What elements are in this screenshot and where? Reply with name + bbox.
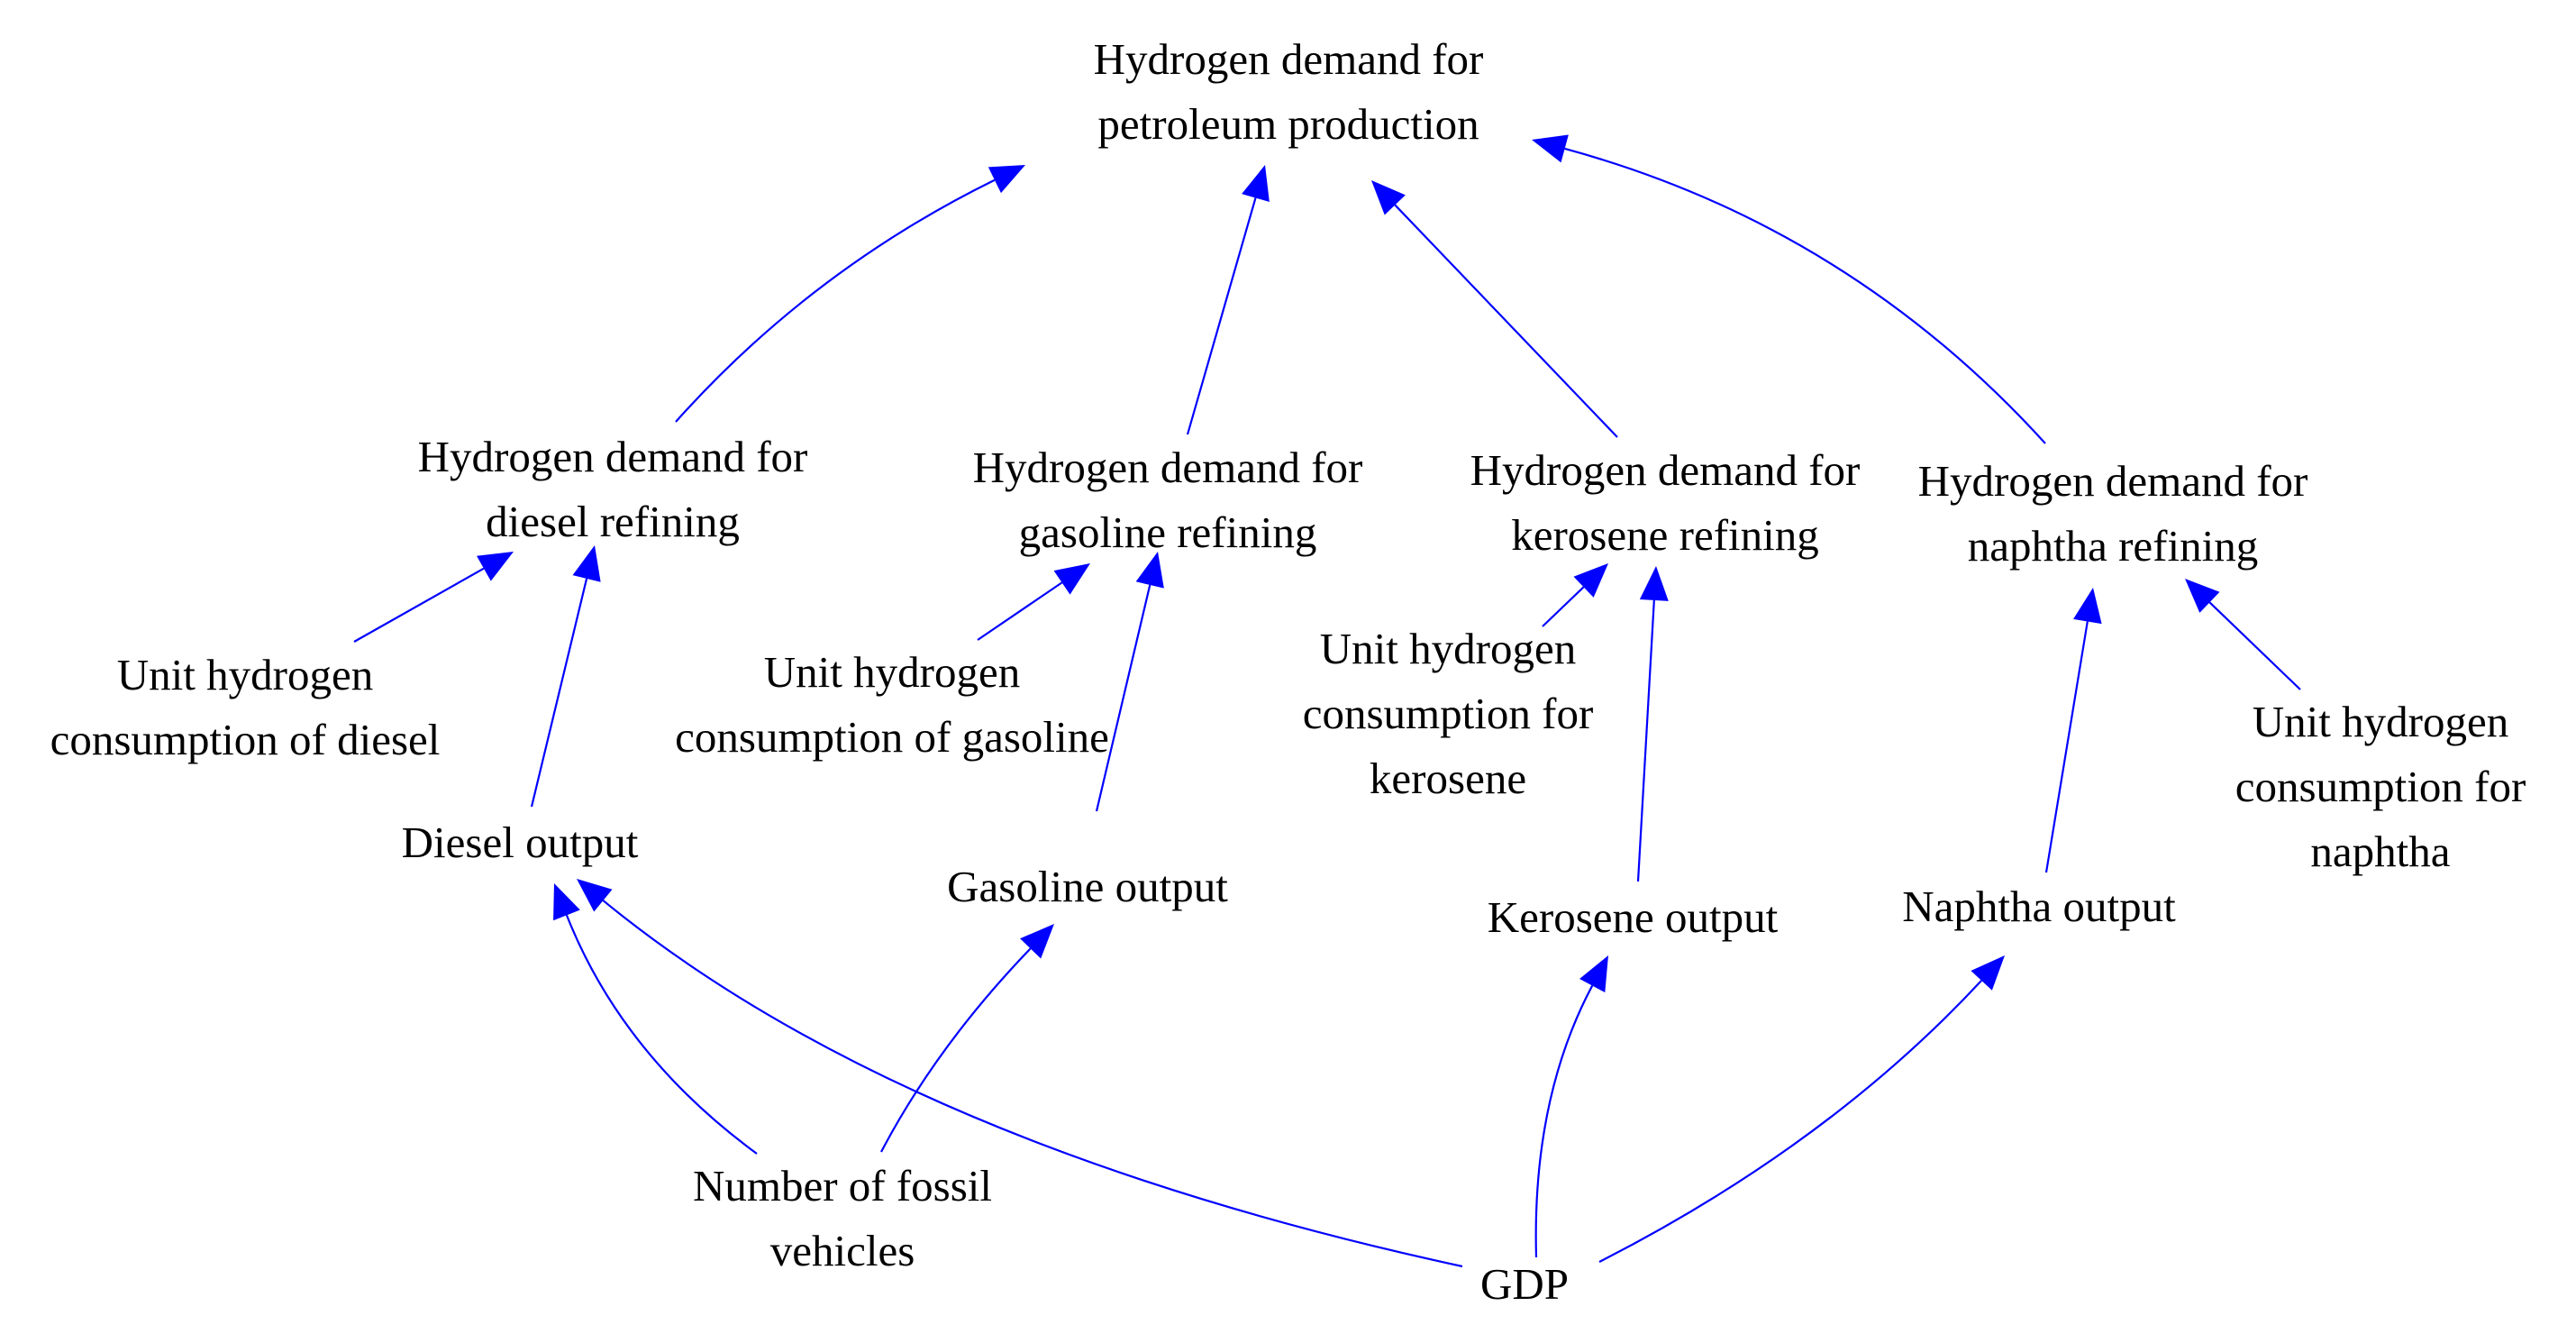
node-naphtha-output: Naphtha output [1902,874,2175,939]
arrowhead-icon [477,552,514,581]
node-label-line: vehicles [769,1226,915,1275]
node-label-line: consumption for [1302,689,1594,738]
node-label-line: GDP [1479,1259,1570,1309]
arrowhead-icon [577,879,613,912]
node-label-line: diesel refining [486,497,740,546]
node-unit-hydrogen-consumption-naphtha: Unit hydrogen consumption for naphtha [2235,690,2526,884]
node-label-line: Unit hydrogen [763,647,1021,697]
node-label-line: Number of fossil [692,1161,993,1211]
node-hydrogen-demand-naphtha-refining: Hydrogen demand for naphtha refining [1918,449,2308,579]
arrowhead-icon [1579,955,1608,993]
node-label-line: Kerosene output [1487,892,1779,942]
node-unit-hydrogen-consumption-gasoline: Unit hydrogen consumption of gasoline [675,640,1109,770]
arrowhead-icon [553,883,580,921]
edge-gdp-to-kerosene-output [1534,985,1594,1258]
arrowhead-icon [1639,566,1669,601]
edge-unit-gasoline-to-hydrogen-gasoline [977,581,1063,641]
node-label-line: Naphtha output [1902,882,2176,931]
arrowhead-icon [1242,165,1270,202]
edge-hydrogen-kerosene-to-hydrogen-petroleum [1394,204,1618,438]
arrowhead-icon [2073,588,2102,625]
node-label-line: Hydrogen demand for [1470,445,1861,495]
node-hydrogen-demand-kerosene-refining: Hydrogen demand for kerosene refining [1470,438,1861,568]
node-label-line: consumption of diesel [50,715,441,764]
arrowhead-icon [1371,180,1406,215]
node-label-line: gasoline refining [1018,507,1317,557]
edge-unit-diesel-to-hydrogen-diesel [353,567,485,643]
node-label-line: naphtha [2310,827,2451,876]
node-label-line: Hydrogen demand for [1093,34,1484,84]
arrowhead-icon [2185,579,2220,613]
node-gasoline-output: Gasoline output [947,854,1228,919]
node-label-line: consumption of gasoline [675,712,1109,762]
node-label-line: Gasoline output [947,862,1228,911]
node-gdp: GDP [1480,1252,1569,1317]
node-label-line: kerosene [1369,754,1527,803]
arrowhead-icon [988,165,1025,194]
edge-naphtha-output-to-hydrogen-naphtha [2044,621,2089,873]
arrowhead-icon [1135,552,1164,589]
node-kerosene-output: Kerosene output [1488,885,1779,950]
node-label-line: Unit hydrogen [1319,624,1577,673]
edge-diesel-output-to-hydrogen-diesel [530,578,588,808]
edge-unit-naphtha-to-hydrogen-naphtha [2208,601,2301,690]
node-unit-hydrogen-consumption-diesel: Unit hydrogen consumption of diesel [50,643,441,772]
node-diesel-output: Diesel output [402,810,639,875]
node-label-line: Diesel output [401,818,639,867]
node-label-line: Hydrogen demand for [1917,456,2308,506]
edge-hydrogen-naphtha-to-hydrogen-petroleum [1564,147,2046,444]
edge-unit-kerosene-to-hydrogen-kerosene [1542,586,1585,627]
node-label-line: Hydrogen demand for [972,443,1363,492]
edge-fossil-vehicles-to-gasoline-output [880,947,1032,1153]
arrowhead-icon [1971,955,2005,991]
node-label-line: Unit hydrogen [116,650,374,699]
edge-gasoline-output-to-hydrogen-gasoline [1095,584,1151,812]
arrowhead-icon [1532,134,1569,163]
edge-kerosene-output-to-hydrogen-kerosene [1636,599,1655,882]
node-number-of-fossil-vehicles: Number of fossil vehicles [693,1154,992,1284]
node-label-line: Hydrogen demand for [417,432,808,481]
node-label-line: petroleum production [1097,99,1479,149]
node-label-line: kerosene refining [1511,510,1819,560]
edge-hydrogen-gasoline-to-hydrogen-petroleum [1186,197,1257,435]
edge-fossil-vehicles-to-diesel-output [565,914,758,1155]
node-hydrogen-demand-gasoline-refining: Hydrogen demand for gasoline refining [973,435,1363,565]
node-hydrogen-demand-diesel-refining: Hydrogen demand for diesel refining [418,425,808,554]
arrowhead-icon [1020,924,1054,959]
node-label-line: Unit hydrogen [2252,697,2509,746]
node-label-line: naphtha refining [1967,521,2259,571]
arrowhead-icon [1573,563,1608,598]
node-unit-hydrogen-consumption-kerosene: Unit hydrogen consumption for kerosene [1303,617,1594,811]
node-label-line: consumption for [2235,762,2526,811]
edge-hydrogen-diesel-to-hydrogen-petroleum [675,178,996,423]
edge-gdp-to-naphtha-output [1598,980,1982,1263]
arrowhead-icon [572,545,601,582]
edge-gdp-to-diesel-output [602,900,1463,1268]
arrowhead-icon [1053,563,1090,595]
node-hydrogen-demand-petroleum-production: Hydrogen demand for petroleum production [1094,27,1484,157]
